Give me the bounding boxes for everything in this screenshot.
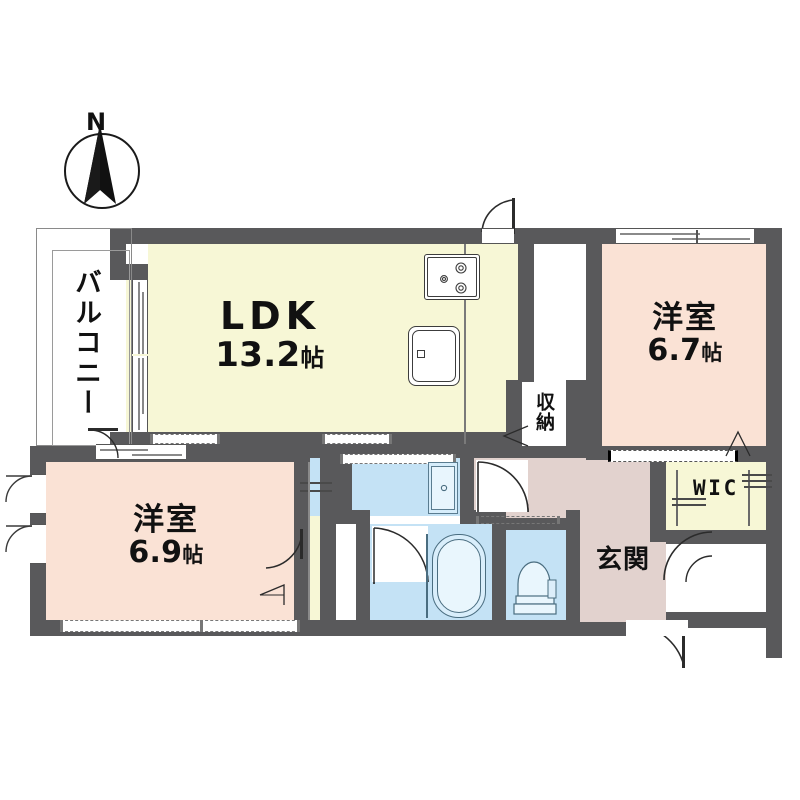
window-bedroom1-rail-b: [672, 238, 750, 240]
window-bedroom2-swing-upper: [5, 475, 33, 503]
wall-top-main: [110, 228, 782, 244]
door-bedroom2[interactable]: [262, 528, 306, 574]
doorway-kitchen-north: [482, 228, 514, 244]
door-closet-bedroom2[interactable]: [258, 582, 304, 608]
label-bedroom2-name: 洋室: [133, 502, 199, 538]
wall-toilet-right: [566, 510, 580, 622]
wic-arrow-right-b: [742, 480, 772, 482]
wall-bedroom1-left: [586, 244, 602, 458]
wall-right-lower: [766, 530, 782, 622]
label-balcony: バルコニー: [70, 268, 101, 420]
kitchen-sink-drain: [417, 350, 425, 358]
room-bedroom2-fill: [46, 462, 294, 620]
vent-ldk-b: [322, 434, 392, 444]
wall-storage-corner: [518, 366, 534, 382]
closet-rail-b: [300, 490, 332, 492]
door-kitchen-north[interactable]: [476, 196, 524, 244]
label-genkan: 玄関: [595, 545, 651, 575]
label-bedroom1-name: 洋室: [652, 300, 718, 336]
wall-wash-right: [460, 446, 474, 524]
wall-wash-left: [336, 446, 352, 524]
wash-basin-bowl: [431, 466, 455, 510]
door-genkan-inner[interactable]: [660, 528, 716, 590]
room-storage-fill: [520, 380, 566, 446]
stove-burners-icon: [440, 262, 467, 294]
door-storage[interactable]: [500, 424, 530, 448]
vent-ldk-a: [150, 434, 220, 444]
wash-basin-tap-icon: [440, 484, 448, 492]
window-bedroom2-rail-b: [132, 454, 182, 456]
wall-bath-top: [460, 510, 506, 524]
label-storage: 収納: [533, 392, 555, 432]
wic-arrow-right-a: [742, 474, 772, 476]
closet-rail-a: [300, 482, 332, 484]
wall-ldk-bottom-r: [460, 432, 518, 446]
closet-divider: [308, 462, 310, 620]
compass-north-label: N: [86, 108, 107, 136]
wic-arrow-left-b: [672, 504, 706, 506]
label-bedroom1-area: 6.7帖: [647, 333, 723, 369]
wall-closet-right: [320, 446, 336, 636]
north-arrow-icon: [84, 124, 116, 204]
genkan-fill: [566, 458, 666, 622]
kitchen-counter-edge: [464, 244, 466, 444]
label-bedroom2-area: 6.9帖: [128, 535, 204, 571]
window-bedroom2-left-lower: [30, 524, 46, 564]
label-bedroom2: 洋室 6.9帖: [96, 502, 236, 571]
wic-arrow-left-a: [672, 498, 706, 500]
toilet-icon: [513, 561, 557, 615]
window-ldk-balcony-upper: [132, 280, 148, 354]
door-ldk-hall-arc: [477, 461, 529, 513]
wall-storage-right: [566, 380, 586, 458]
gas-stove-inner: [427, 257, 477, 297]
balcony-inner: [52, 250, 130, 446]
window-bedroom1-rail-a: [620, 233, 700, 235]
window-bedroom2-bottom2: [200, 620, 300, 632]
doorway-entrance: [626, 620, 688, 636]
bathtub-apron: [426, 534, 428, 618]
window-bedroom1-bottom: [608, 450, 738, 462]
vent-hall: [476, 516, 560, 524]
wall-bath-left: [356, 510, 370, 622]
label-bedroom1: 洋室 6.7帖: [618, 300, 752, 369]
sash-rail-1: [138, 282, 140, 354]
wall-toilet-top: [504, 518, 580, 530]
window-ldk-balcony-lower: [132, 356, 148, 432]
window-bedroom2-rail-a: [100, 449, 148, 451]
sash-rail-3: [138, 358, 140, 430]
wall-wic-left: [650, 446, 666, 542]
wall-ldk-bedroom1: [518, 244, 534, 380]
room-bedroom1-fill: [602, 244, 766, 458]
bathtub-inner: [437, 539, 481, 613]
door-balcony[interactable]: [86, 426, 132, 466]
sash-rail-4: [142, 358, 144, 414]
wall-bath-right: [492, 510, 506, 622]
sash-rail-2: [142, 292, 144, 354]
window-bedroom1-mullion: [696, 230, 698, 244]
window-bedroom2-swing-lower: [5, 525, 33, 553]
window-bedroom2-left-upper: [30, 474, 46, 514]
label-ldk-name: LDK: [219, 294, 321, 338]
wall-wic-floor: [666, 530, 766, 544]
vent-washroom: [340, 454, 456, 464]
label-ldk-area: 13.2帖: [215, 335, 325, 376]
wic-arrow-right-c: [744, 486, 772, 488]
label-ldk: LDK 13.2帖: [180, 294, 360, 376]
wic-door-rail-right: [748, 470, 750, 526]
label-wic: WIC: [692, 476, 740, 500]
door-bedroom1[interactable]: [722, 428, 754, 458]
door-bath-arc: [373, 527, 429, 584]
window-bedroom1-top: [616, 228, 754, 244]
